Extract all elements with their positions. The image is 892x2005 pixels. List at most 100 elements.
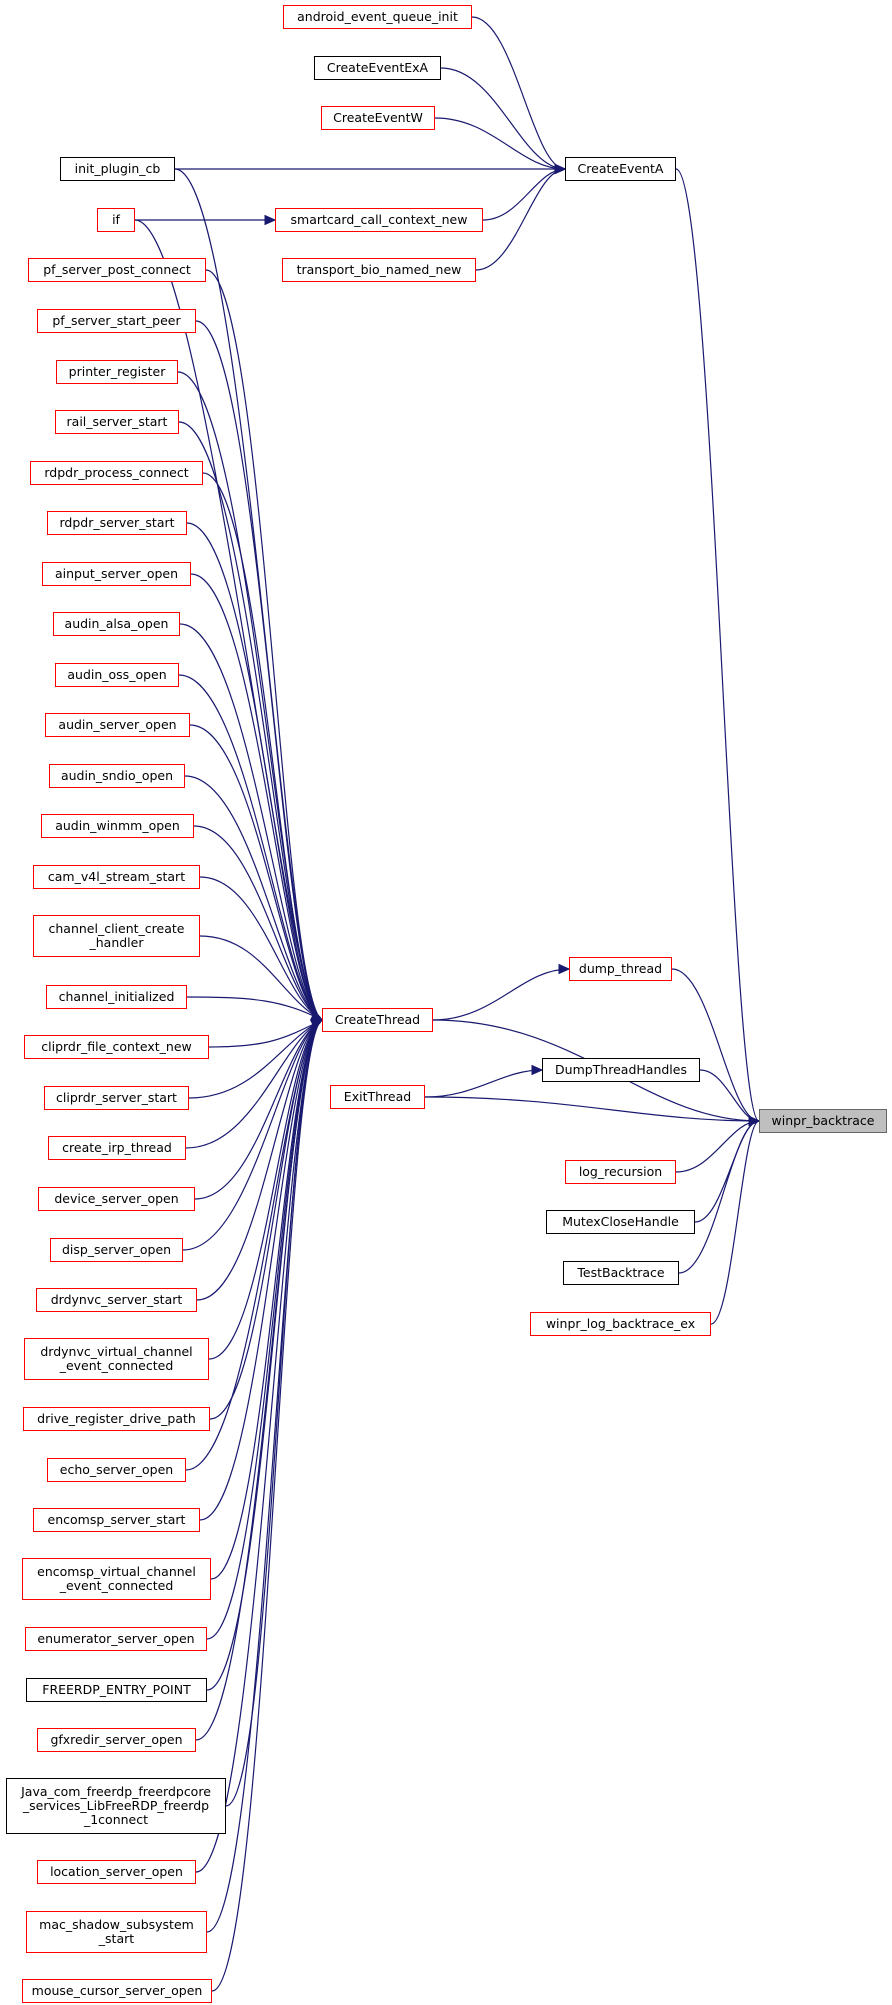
node-dumpthreadhandles[interactable]: DumpThreadHandles	[542, 1058, 700, 1082]
edge-cam-v4l-stream-start-to-createthread	[199, 876, 323, 1021]
edge-gfxredir-server-open-to-createthread	[195, 1019, 323, 1741]
edge-rail-server-start-to-createthread	[178, 421, 323, 1021]
edge-smartcard-call-context-new-to-createeventa	[482, 168, 566, 221]
node-log-recursion[interactable]: log_recursion	[565, 1160, 676, 1184]
node-winpr-log-backtrace-ex[interactable]: winpr_log_backtrace_ex	[530, 1312, 711, 1336]
node-pf-server-start-peer[interactable]: pf_server_start_peer	[37, 309, 196, 333]
edge-rdpdr-process-connect-to-createthread	[202, 472, 323, 1021]
node-gfxredir-server-open[interactable]: gfxredir_server_open	[37, 1728, 196, 1752]
edge-echo-server-open-to-createthread	[185, 1019, 323, 1471]
edge-audin-winmm-open-to-createthread	[193, 825, 323, 1021]
edge-channel-initialized-to-createthread	[186, 996, 323, 1021]
edge-encomsp-server-start-to-createthread	[199, 1019, 323, 1521]
edge-device-server-open-to-createthread	[194, 1019, 323, 1200]
node-channel-initialized[interactable]: channel_initialized	[46, 985, 187, 1009]
edge-enumerator-server-open-to-createthread	[206, 1019, 323, 1640]
edge-winpr-log-backtrace-ex-to-winpr-backtrace	[710, 1120, 760, 1325]
edge-arrowhead	[748, 1115, 761, 1127]
edge-log-recursion-to-winpr-backtrace	[675, 1120, 760, 1173]
edge-java-com-freerdp-freerdpcore-services-libfreerdp-freerdp-1connect-to-createthread	[225, 1019, 323, 1807]
node-createeventa[interactable]: CreateEventA	[565, 157, 676, 181]
node-createeventw[interactable]: CreateEventW	[321, 106, 435, 130]
node-audin-alsa-open[interactable]: audin_alsa_open	[53, 612, 180, 636]
edge-arrowhead	[554, 163, 567, 175]
node-audin-server-open[interactable]: audin_server_open	[45, 713, 190, 737]
edge-arrowhead	[531, 1064, 544, 1076]
node-enumerator-server-open[interactable]: enumerator_server_open	[25, 1627, 207, 1651]
edge-pf-server-start-peer-to-createthread	[195, 320, 323, 1021]
edge-disp-server-open-to-createthread	[182, 1019, 323, 1251]
edge-arrowhead	[310, 1019, 324, 1030]
node-drive-register-drive-path[interactable]: drive_register_drive_path	[23, 1407, 210, 1431]
node-audin-oss-open[interactable]: audin_oss_open	[55, 663, 179, 687]
node-rdpdr-server-start[interactable]: rdpdr_server_start	[47, 511, 187, 535]
node-java-com-freerdp-freerdpcore-services-libfreerdp-freerdp-1connect[interactable]: Java_com_freerdp_freerdpcore _services_L…	[6, 1778, 226, 1834]
node-mutexclosehandle[interactable]: MutexCloseHandle	[546, 1210, 695, 1234]
edge-audin-sndio-open-to-createthread	[184, 775, 323, 1021]
node-echo-server-open[interactable]: echo_server_open	[47, 1458, 186, 1482]
edge-testbacktrace-to-winpr-backtrace	[678, 1120, 760, 1274]
node-cam-v4l-stream-start[interactable]: cam_v4l_stream_start	[33, 865, 200, 889]
node-location-server-open[interactable]: location_server_open	[37, 1860, 196, 1884]
edge-mouse-cursor-server-open-to-createthread	[211, 1019, 323, 1992]
node-audin-winmm-open[interactable]: audin_winmm_open	[41, 814, 194, 838]
node-disp-server-open[interactable]: disp_server_open	[50, 1238, 183, 1262]
edge-arrowhead	[264, 214, 277, 226]
node-createthread[interactable]: CreateThread	[322, 1008, 433, 1032]
node-smartcard-call-context-new[interactable]: smartcard_call_context_new	[275, 208, 483, 232]
node-printer-register[interactable]: printer_register	[56, 360, 178, 384]
node-encomsp-virtual-channel-event-connected[interactable]: encomsp_virtual_channel _event_connected	[22, 1558, 211, 1600]
edge-exitthread-to-winpr-backtrace	[424, 1096, 760, 1122]
edge-android-event-queue-init-to-createeventa	[471, 16, 566, 170]
edge-pf-server-post-connect-to-createthread	[205, 269, 323, 1021]
node-if[interactable]: if	[97, 208, 135, 232]
edge-drdynvc-virtual-channel-event-connected-to-createthread	[208, 1019, 323, 1360]
node-android-event-queue-init[interactable]: android_event_queue_init	[283, 5, 472, 29]
edge-mutexclosehandle-to-winpr-backtrace	[694, 1120, 760, 1223]
edge-create-irp-thread-to-createthread	[185, 1019, 323, 1149]
node-ainput-server-open[interactable]: ainput_server_open	[42, 562, 191, 586]
node-winpr-backtrace: winpr_backtrace	[759, 1109, 887, 1133]
edge-audin-server-open-to-createthread	[189, 724, 323, 1021]
edge-channel-client-create-handler-to-createthread	[199, 935, 323, 1021]
edge-encomsp-virtual-channel-event-connected-to-createthread	[210, 1019, 323, 1580]
edge-audin-oss-open-to-createthread	[178, 674, 323, 1021]
node-init-plugin-cb[interactable]: init_plugin_cb	[60, 157, 175, 181]
edge-ainput-server-open-to-createthread	[190, 573, 323, 1021]
edge-rdpdr-server-start-to-createthread	[186, 522, 323, 1021]
node-cliprdr-server-start[interactable]: cliprdr_server_start	[44, 1086, 189, 1110]
edge-arrowhead	[558, 963, 571, 975]
node-rdpdr-process-connect[interactable]: rdpdr_process_connect	[30, 461, 203, 485]
edge-createeventw-to-createeventa	[434, 117, 566, 170]
node-channel-client-create-handler[interactable]: channel_client_create _handler	[33, 915, 200, 957]
edge-exitthread-to-dumpthreadhandles	[424, 1069, 543, 1098]
edge-cliprdr-server-start-to-createthread	[188, 1019, 323, 1099]
edge-transport-bio-named-new-to-createeventa	[475, 168, 566, 271]
node-device-server-open[interactable]: device_server_open	[38, 1187, 195, 1211]
node-dump-thread[interactable]: dump_thread	[569, 957, 672, 981]
edge-location-server-open-to-createthread	[195, 1019, 323, 1873]
node-mouse-cursor-server-open[interactable]: mouse_cursor_server_open	[22, 1979, 212, 2003]
node-audin-sndio-open[interactable]: audin_sndio_open	[49, 764, 185, 788]
node-mac-shadow-subsystem-start[interactable]: mac_shadow_subsystem _start	[26, 1911, 207, 1953]
edge-drdynvc-server-start-to-createthread	[196, 1019, 323, 1301]
edge-audin-alsa-open-to-createthread	[179, 623, 323, 1021]
edge-createeventexa-to-createeventa	[440, 67, 566, 170]
node-cliprdr-file-context-new[interactable]: cliprdr_file_context_new	[24, 1035, 209, 1059]
edge-dumpthreadhandles-to-winpr-backtrace	[699, 1069, 760, 1122]
node-encomsp-server-start[interactable]: encomsp_server_start	[33, 1508, 200, 1532]
edge-mac-shadow-subsystem-start-to-createthread	[206, 1019, 323, 1933]
node-testbacktrace[interactable]: TestBacktrace	[563, 1261, 679, 1285]
edge-createeventa-to-winpr-backtrace	[675, 168, 760, 1122]
node-createeventexa[interactable]: CreateEventExA	[314, 56, 441, 80]
node-pf-server-post-connect[interactable]: pf_server_post_connect	[28, 258, 206, 282]
edge-createthread-to-dump-thread	[432, 968, 570, 1021]
edge-cliprdr-file-context-new-to-createthread	[208, 1019, 323, 1048]
node-freerdp-entry-point[interactable]: FREERDP_ENTRY_POINT	[26, 1678, 207, 1702]
node-create-irp-thread[interactable]: create_irp_thread	[48, 1136, 186, 1160]
node-drdynvc-virtual-channel-event-connected[interactable]: drdynvc_virtual_channel _event_connected	[24, 1338, 209, 1380]
node-transport-bio-named-new[interactable]: transport_bio_named_new	[282, 258, 476, 282]
node-rail-server-start[interactable]: rail_server_start	[55, 410, 179, 434]
node-drdynvc-server-start[interactable]: drdynvc_server_start	[36, 1288, 197, 1312]
node-exitthread[interactable]: ExitThread	[330, 1085, 425, 1109]
